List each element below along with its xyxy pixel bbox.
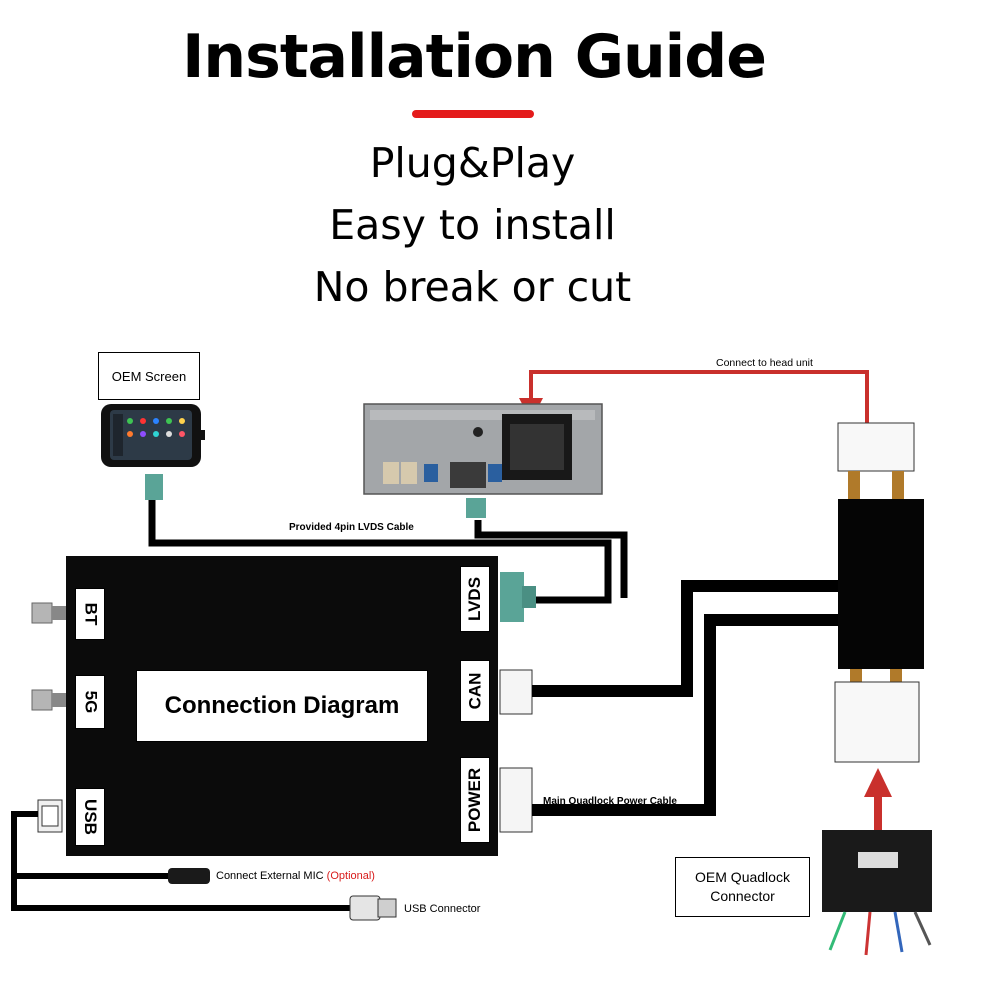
power-cable-label: Main Quadlock Power Cable [543, 796, 677, 807]
quadlock-harness [834, 422, 924, 763]
oem-quadlock-connector [822, 830, 932, 956]
port-label-lvds: LVDS [460, 566, 490, 632]
usb-plug [349, 895, 397, 921]
quadlock-label-line2: Connector [710, 888, 775, 904]
mic-plug [168, 868, 210, 884]
screen-lvds-plug [145, 474, 163, 500]
port-label-power: POWER [460, 757, 490, 843]
port-label-5g: 5G [75, 675, 105, 729]
mic-label: Connect External MIC (Optional) [216, 870, 375, 882]
usb-cable [11, 811, 354, 911]
power-module-connector [499, 767, 533, 833]
title-underline [412, 110, 534, 118]
page-title: Installation Guide [182, 22, 767, 92]
connection-diagram-title: Connection Diagram [136, 670, 428, 742]
can-cable [532, 580, 840, 697]
port-label-bt: BT [75, 588, 105, 640]
port-label-usb: USB [75, 788, 105, 846]
quadlock-arrow [864, 768, 892, 838]
head-unit [363, 403, 603, 518]
feature-easy-install: Easy to install [329, 201, 616, 249]
fiveg-antenna-connector [31, 689, 66, 711]
can-module-connector [499, 669, 533, 715]
lvds-cable [148, 500, 612, 604]
usb-port-connector [37, 799, 63, 833]
mic-optional-label: (Optional) [326, 870, 375, 882]
usb-connector-label: USB Connector [404, 903, 481, 915]
lvds-cable-headunit [474, 520, 628, 598]
port-label-can: CAN [460, 660, 490, 722]
feature-no-cut: No break or cut [313, 263, 632, 311]
oem-screen-device [101, 404, 205, 467]
oem-screen-label: OEM Screen [98, 352, 200, 400]
oem-quadlock-label: OEM Quadlock Connector [675, 857, 810, 917]
power-cable [532, 614, 840, 816]
lvds-module-connector [500, 572, 536, 622]
feature-plug-play: Plug&Play [369, 139, 576, 187]
bt-antenna-connector [31, 602, 66, 624]
lvds-cable-label: Provided 4pin LVDS Cable [289, 522, 414, 533]
head-unit-label: Connect to head unit [716, 357, 813, 369]
quadlock-label-line1: OEM Quadlock [695, 869, 790, 885]
